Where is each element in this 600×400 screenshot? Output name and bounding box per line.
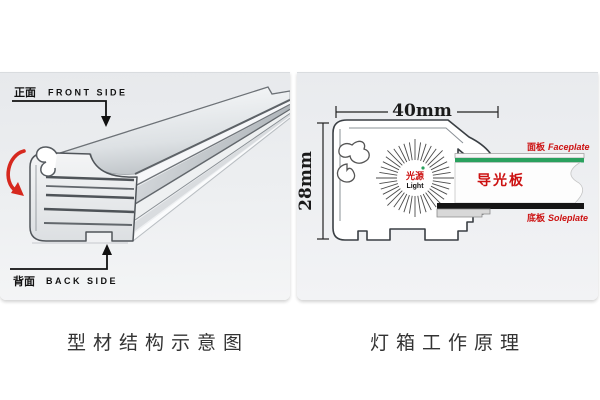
front-side-callout: 正面 FRONT SIDE — [12, 86, 128, 127]
light-label-en: Light — [406, 183, 424, 190]
profile-clip-lower — [336, 163, 356, 183]
red-arrow-head — [11, 182, 24, 196]
width-dimension — [335, 106, 499, 118]
front-side-label-zh: 正面 — [14, 86, 36, 99]
profile-inner-top-line — [349, 127, 464, 144]
light-rays — [376, 139, 454, 217]
profile-3d-drawing: 正面 FRONT SIDE 背面 BACK SIDE — [6, 86, 290, 288]
right-caption: 灯箱工作原理 — [369, 333, 526, 354]
flip-direction-arrow — [6, 149, 26, 196]
profile-clip-upper — [338, 140, 370, 164]
cross-section-face — [29, 146, 138, 244]
beam-groove-2 — [134, 103, 290, 187]
back-side-arrow — [102, 244, 112, 255]
beam-bottom-edge — [132, 117, 290, 242]
width-dimension-label: 40mm — [392, 101, 452, 121]
beam-groove-4 — [134, 113, 290, 221]
height-dimension — [317, 122, 329, 240]
light-guide-plate — [454, 162, 584, 204]
face-slot-1 — [45, 175, 135, 182]
faceplate-label-en: Faceplate — [548, 142, 590, 152]
face-slot-2 — [45, 185, 135, 190]
profile-bottom-arm — [436, 208, 491, 218]
back-side-leader-line — [10, 254, 108, 270]
light-green-dot — [421, 166, 425, 170]
beam-groove-1 — [134, 99, 290, 175]
soleplate-label-zh: 底板 — [527, 212, 546, 223]
light-source-symbol: 光源 Light — [376, 139, 454, 217]
beam-groove-3 — [134, 108, 290, 205]
faceplate-green-layer — [455, 158, 584, 163]
beam-band-gray-2 — [135, 114, 290, 231]
faceplate-clear-strip — [454, 153, 585, 159]
back-side-label-en: BACK SIDE — [46, 276, 118, 286]
beam-band-light-2 — [135, 110, 290, 219]
light-label-zh: 光源 — [405, 170, 424, 181]
back-side-label-zh: 背面 — [13, 274, 35, 288]
front-side-label-en: FRONT SIDE — [48, 88, 128, 98]
front-side-arrow — [101, 116, 111, 127]
soleplate-label-en: Soleplate — [548, 213, 588, 223]
left-caption: 型材结构示意图 — [66, 333, 249, 354]
back-side-callout: 背面 BACK SIDE — [10, 244, 118, 288]
profile-structure-panel: 正面 FRONT SIDE 背面 BACK SIDE — [0, 72, 290, 300]
beam-top-edge — [59, 86, 290, 154]
front-side-leader-line — [12, 100, 107, 117]
light-guide-label: 导光板 — [477, 172, 525, 188]
face-slot-4 — [43, 207, 135, 214]
plate-layers — [436, 153, 585, 218]
faceplate-label-zh: 面板 — [527, 141, 546, 152]
soleplate-black-layer — [437, 203, 584, 209]
light-center — [398, 161, 432, 195]
extrusion-beam — [59, 86, 290, 242]
lightbox-section-drawing: 40mm 28mm 光源 Light — [297, 101, 590, 241]
face-clip-hook — [35, 146, 58, 177]
face-slot-5 — [43, 222, 133, 226]
height-dimension-label: 28mm — [297, 151, 316, 211]
face-slot-3 — [45, 193, 135, 200]
red-arrow-curve — [6, 149, 26, 193]
beam-band-gray — [135, 105, 290, 203]
beam-band-light-1 — [135, 101, 290, 185]
lightbox-principle-panel: 40mm 28mm 光源 Light — [297, 72, 598, 300]
